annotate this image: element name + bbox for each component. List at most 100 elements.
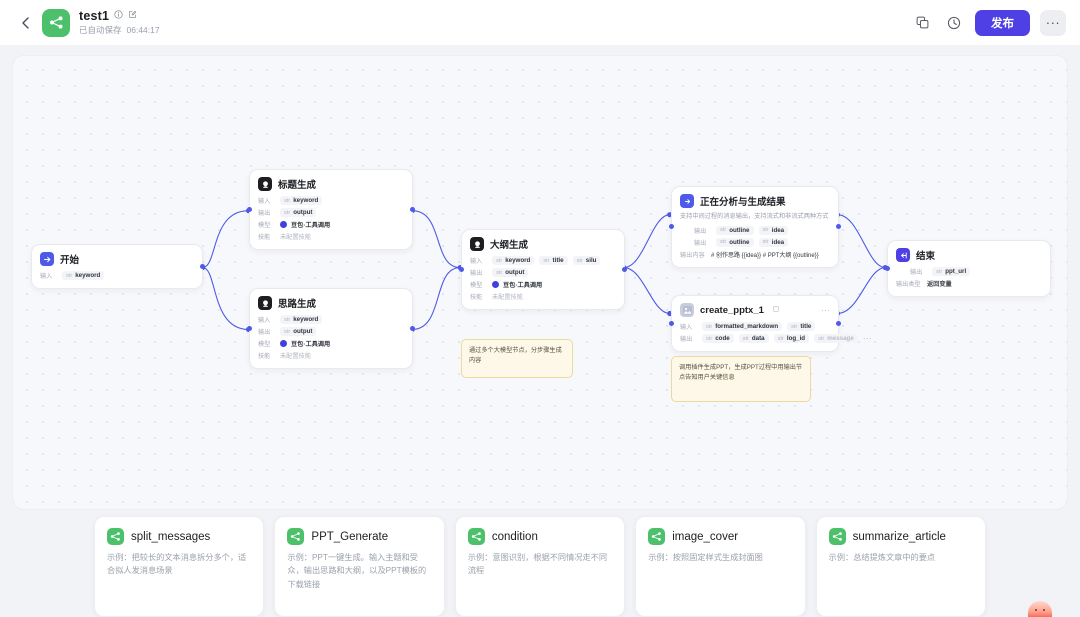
card-title: image_cover [672, 531, 738, 543]
template-card[interactable]: condition 示例：意图识别，根据不同情况走不同流程 [455, 516, 625, 617]
model-value: 豆包·工具调用 [280, 220, 330, 229]
row-label: 模型 [258, 339, 275, 348]
variable-tag: strtitle [539, 256, 567, 265]
node-create-pptx[interactable]: create_pptx_1 ··· 输入 strformatted_markdo… [671, 295, 839, 352]
variable-tag: strppt_url [932, 267, 970, 276]
node-header: 正在分析与生成结果 [680, 194, 830, 208]
node-row-output-1: 输出 stroutline stridea [680, 226, 830, 235]
skill-value: 未配置技能 [492, 292, 523, 301]
template-card[interactable]: summarize_article 示例：总结提炼文章中的要点 [816, 516, 986, 617]
node-title: 开始 [60, 252, 79, 266]
node-port-input[interactable] [247, 207, 252, 212]
autosave-label: 已自动保存 [79, 24, 122, 36]
header-more-button[interactable]: ··· [1040, 10, 1066, 36]
row-label: 技能 [470, 292, 487, 301]
model-dot-icon [492, 281, 499, 288]
note-plugin[interactable]: 调用插件生成PPT，生成PPT过程中用输出节点告知用户关键信息 [671, 356, 811, 402]
row-label: 输入 [258, 315, 275, 324]
output-node-icon [680, 194, 694, 208]
node-port-output[interactable] [410, 326, 415, 331]
node-port-input[interactable] [885, 266, 890, 271]
mascot-eye-left [1035, 609, 1037, 611]
mascot-eye-right [1043, 609, 1045, 611]
node-row-output: 输出 strppt_url [896, 267, 1042, 276]
variable-tag: stroutput [492, 268, 528, 277]
node-title: 正在分析与生成结果 [700, 194, 786, 208]
duplicate-icon[interactable] [911, 12, 933, 34]
node-row-skill: 技能 未配置技能 [470, 292, 616, 301]
template-card[interactable]: image_cover 示例：按照固定样式生成封面图 [635, 516, 805, 617]
end-node-icon [896, 248, 910, 262]
node-end[interactable]: 结束 输出 strppt_url 输出类型 返回变量 [887, 240, 1051, 297]
node-row-skill: 技能 未配置技能 [258, 351, 404, 360]
model-name: 豆包·工具调用 [291, 339, 330, 348]
variable-tag: strcode [702, 334, 734, 343]
variable-tag: strsilu [573, 256, 601, 265]
note-llm[interactable]: 通过多个大模型节点，分步骤生成内容 [461, 339, 573, 378]
plugin-node-icon [680, 303, 694, 317]
title-row: test1 [79, 9, 160, 23]
node-port-input[interactable] [669, 321, 674, 326]
workflow-icon [468, 528, 485, 545]
node-row-model: 模型 豆包·工具调用 [258, 339, 404, 348]
template-card[interactable]: PPT_Generate 示例：PPT一键生成。输入主题和受众，输出思路和大纲，… [274, 516, 444, 617]
back-button[interactable] [14, 12, 36, 34]
row-label: 输出 [694, 226, 711, 235]
model-name: 豆包·工具调用 [291, 220, 330, 229]
node-port-input[interactable] [459, 267, 464, 272]
node-row-output: 输出 stroutput [470, 268, 616, 277]
template-card[interactable]: split_messages 示例：把较长的文本消息拆分多个，适合拟人发消息场景 [94, 516, 264, 617]
node-row-output-2: 输出 stroutline stridea [680, 238, 830, 247]
node-header: 标题生成 [258, 177, 404, 191]
publish-button[interactable]: 发布 [975, 10, 1030, 36]
row-label: 输出 [470, 268, 487, 277]
row-label: 输出 [694, 238, 711, 247]
node-port-input[interactable] [669, 224, 674, 229]
node-title: 标题生成 [278, 177, 316, 191]
node-title-generate[interactable]: 标题生成 输入 strkeyword 输出 stroutput 模型 豆包·工具… [249, 169, 413, 250]
row-label: 技能 [258, 232, 275, 241]
edit-square-icon[interactable] [128, 10, 137, 22]
node-header: 思路生成 [258, 296, 404, 310]
node-row-input: 输入 strkeyword [40, 271, 194, 280]
llm-node-icon [258, 296, 272, 310]
variable-tag: stroutput [280, 208, 316, 217]
card-description: 示例：意图识别，根据不同情况走不同流程 [468, 551, 612, 578]
row-label: 输入 [680, 322, 697, 331]
node-output-message[interactable]: 正在分析与生成结果 支持中间过程的消息输出，支持流式和非流式两种方式 输出 st… [671, 186, 839, 268]
card-title: summarize_article [853, 531, 946, 543]
node-port-output[interactable] [200, 264, 205, 269]
card-header: PPT_Generate [287, 528, 431, 545]
row-label: 输出 [910, 267, 927, 276]
node-title: create_pptx_1 [700, 305, 764, 316]
node-row-output-content: 输出内容 # 创作思路 {{idea}} # PPT大纲 {{outline}} [680, 250, 830, 259]
model-value: 豆包·工具调用 [492, 280, 542, 289]
model-value: 豆包·工具调用 [280, 339, 330, 348]
node-subtitle: 支持中间过程的消息输出，支持流式和非流式两种方式 [680, 213, 830, 222]
card-header: condition [468, 528, 612, 545]
variable-tag: stroutput [280, 327, 316, 336]
variable-tag: stridea [759, 238, 789, 247]
node-row-output: 输出 stroutput [258, 327, 404, 336]
start-node-icon [40, 252, 54, 266]
clock-history-icon[interactable] [943, 12, 965, 34]
variable-tag: stroutline [716, 226, 754, 235]
variable-tag: strdata [739, 334, 769, 343]
node-port-output[interactable] [836, 321, 841, 326]
node-port-output[interactable] [410, 207, 415, 212]
node-outline-generate[interactable]: 大纲生成 输入 strkeyword strtitle strsilu 输出 s… [461, 229, 625, 310]
workflow-canvas[interactable]: 开始 输入 strkeyword 标题生成 输入 strkeyword 输出 [12, 55, 1068, 510]
node-more-button[interactable]: ··· [821, 306, 830, 315]
skill-value: 未配置技能 [280, 351, 311, 360]
variable-tag: strkeyword [280, 196, 322, 205]
node-row-input: 输入 strkeyword strtitle strsilu [470, 256, 616, 265]
node-row-skill: 技能 未配置技能 [258, 232, 404, 241]
node-start[interactable]: 开始 输入 strkeyword [31, 244, 203, 289]
row-label: 输入 [40, 271, 57, 280]
info-circle-icon[interactable] [114, 10, 123, 22]
node-row-output: 输出 stroutput [258, 208, 404, 217]
node-port-input[interactable] [247, 326, 252, 331]
node-port-output[interactable] [622, 267, 627, 272]
node-idea-generate[interactable]: 思路生成 输入 strkeyword 输出 stroutput 模型 豆包·工具… [249, 288, 413, 369]
output-overflow-button[interactable]: ··· [863, 334, 872, 343]
